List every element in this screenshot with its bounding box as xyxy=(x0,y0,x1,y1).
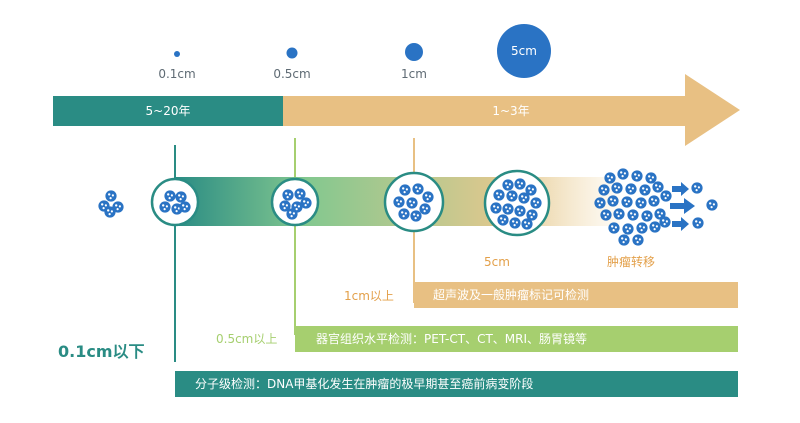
stage-circle-1cm-icon xyxy=(383,171,445,233)
metastasis-arrows-icon xyxy=(670,182,695,231)
timeline-late-arrow xyxy=(280,74,740,146)
molecular-threshold-label: 0.1cm以下 xyxy=(58,342,145,361)
size-dot-5cm xyxy=(497,24,551,78)
stage-circle-0-5cm-icon xyxy=(270,177,320,227)
size-dot-0-5cm xyxy=(286,47,298,59)
size-label-5cm: 5cm xyxy=(511,44,537,58)
size-label-0-1cm: 0.1cm xyxy=(158,67,196,81)
imaging-detection-text: 器官组织水平检测：PET-CT、CT、MRI、肠胃镜等 xyxy=(316,332,588,346)
timeline-early-label: 5~20年 xyxy=(145,104,191,118)
size-label-0-5cm: 0.5cm xyxy=(273,67,311,81)
molecular-detection-bar xyxy=(175,371,738,397)
imaging-threshold-label: 0.5cm以上 xyxy=(216,332,278,346)
timeline-early-bar xyxy=(53,96,283,126)
size-label-1cm: 1cm xyxy=(401,67,427,81)
metastasis-label: 肿瘤转移 xyxy=(606,255,656,269)
stage-circle-0-1cm-icon xyxy=(150,177,200,227)
stage-circle-5cm-icon xyxy=(483,169,551,237)
ultrasound-detection-text: 超声波及一般肿瘤标记可检测 xyxy=(433,288,590,302)
size-dot-0-1cm xyxy=(174,51,180,57)
stage-5cm-label: 5cm xyxy=(484,255,510,269)
molecular-detection-text: 分子级检测：DNA甲基化发生在肿瘤的极早期甚至癌前病变阶段 xyxy=(195,377,534,391)
ultrasound-threshold-label: 1cm以上 xyxy=(344,289,394,303)
size-dot-1cm xyxy=(405,43,423,61)
initial-cells-icon xyxy=(98,190,124,218)
distant-cells-icon xyxy=(691,182,718,229)
timeline-late-label: 1~3年 xyxy=(492,104,530,118)
imaging-detection-bar xyxy=(295,326,738,352)
ultrasound-detection-bar xyxy=(414,282,738,308)
